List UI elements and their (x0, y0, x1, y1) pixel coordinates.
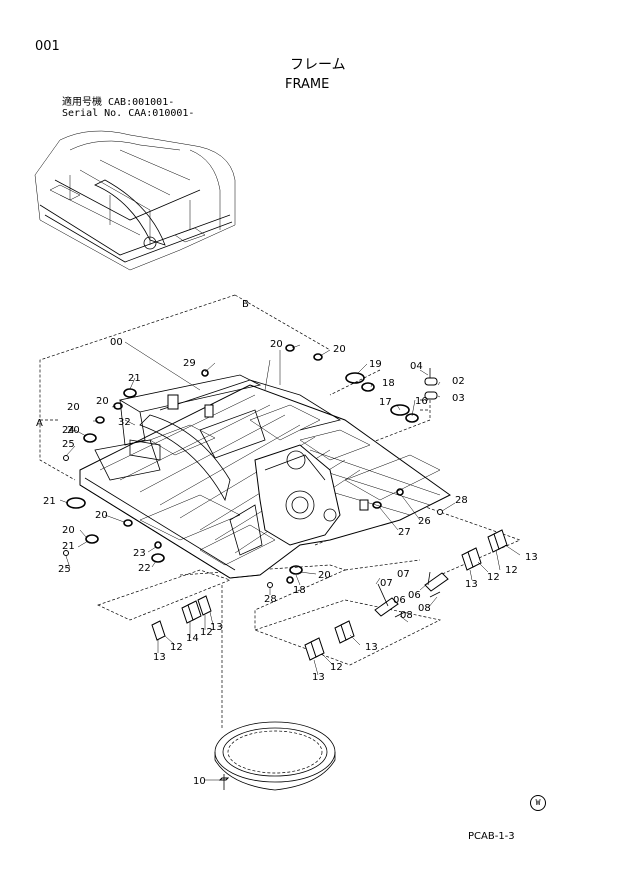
upper-frame (79, 350, 451, 579)
callout-06b: 06 (408, 590, 421, 601)
callout-12c: 12 (170, 642, 183, 653)
callout-21b: 21 (43, 496, 56, 507)
callout-24: 24 (62, 425, 75, 436)
callout-06a: 06 (393, 595, 406, 606)
callout-25a: 25 (62, 439, 75, 450)
callout-20d: 20 (67, 425, 80, 436)
serial-line-1: 適用号機 CAB:001001- (62, 97, 175, 108)
title-english: FRAME (285, 77, 330, 92)
callout-32: 32 (118, 417, 131, 428)
callout-08a: 08 (400, 610, 413, 621)
callout-18b: 18 (293, 585, 306, 596)
swing-bearing (214, 721, 336, 791)
callout-00: 00 (110, 337, 123, 348)
callout-27: 27 (398, 527, 411, 538)
callout-labels: A B 00 02 03 04 06 06 07 07 08 08 10 12 … (36, 299, 538, 787)
callout-20f: 20 (62, 525, 75, 536)
callout-12e: 12 (330, 662, 343, 673)
callout-13c: 13 (153, 652, 166, 663)
footer-code: PCAB-1-3 (468, 831, 515, 842)
callout-20b: 20 (333, 344, 346, 355)
serial-line-2: Serial No. CAA:010001- (62, 108, 195, 119)
callout-12d: 12 (200, 627, 213, 638)
callout-04: 04 (410, 361, 423, 372)
callout-13d: 13 (210, 622, 223, 633)
callout-17: 17 (379, 397, 392, 408)
callout-12b: 12 (505, 565, 518, 576)
callout-13f: 13 (365, 642, 378, 653)
small-parts (63, 344, 508, 661)
callout-22: 22 (138, 563, 151, 574)
page-number: 001 (35, 39, 60, 54)
callout-28b: 28 (264, 594, 277, 605)
callout-03: 03 (452, 393, 465, 404)
callout-13a: 13 (465, 579, 478, 590)
callout-02: 02 (452, 376, 465, 387)
callout-25b: 25 (58, 564, 71, 575)
callout-21c: 21 (62, 541, 75, 552)
shim-group-left (151, 595, 212, 641)
callout-07a: 07 (380, 578, 393, 589)
callout-10: 10 (193, 776, 206, 787)
callout-28a: 28 (455, 495, 468, 506)
callout-23: 23 (133, 548, 146, 559)
callout-16: 16 (415, 396, 428, 407)
callout-13e: 13 (312, 672, 325, 683)
callout-12a: 12 (487, 572, 500, 583)
callout-B: B (242, 299, 249, 310)
callout-21a: 21 (128, 373, 141, 384)
callout-13b: 13 (525, 552, 538, 563)
callout-20c: 20 (67, 402, 80, 413)
callout-19: 19 (369, 359, 382, 370)
callout-20g: 20 (318, 570, 331, 581)
callout-14: 14 (186, 633, 199, 644)
callout-08b: 08 (418, 603, 431, 614)
callout-A: A (36, 418, 43, 429)
callout-26: 26 (418, 516, 431, 527)
callout-07b: 07 (397, 569, 410, 580)
title-japanese: フレーム (290, 57, 346, 73)
callout-20e: 20 (95, 510, 108, 521)
machine-overview-sketch (34, 130, 236, 271)
shim-group-right (461, 529, 508, 571)
callout-18a: 18 (382, 378, 395, 389)
leader-lines (59, 341, 521, 781)
watermark-symbol: W (530, 795, 546, 811)
callout-20h: 20 (96, 396, 109, 407)
shim-group-center (304, 620, 355, 661)
callout-20a: 20 (270, 339, 283, 350)
callout-29: 29 (183, 358, 196, 369)
